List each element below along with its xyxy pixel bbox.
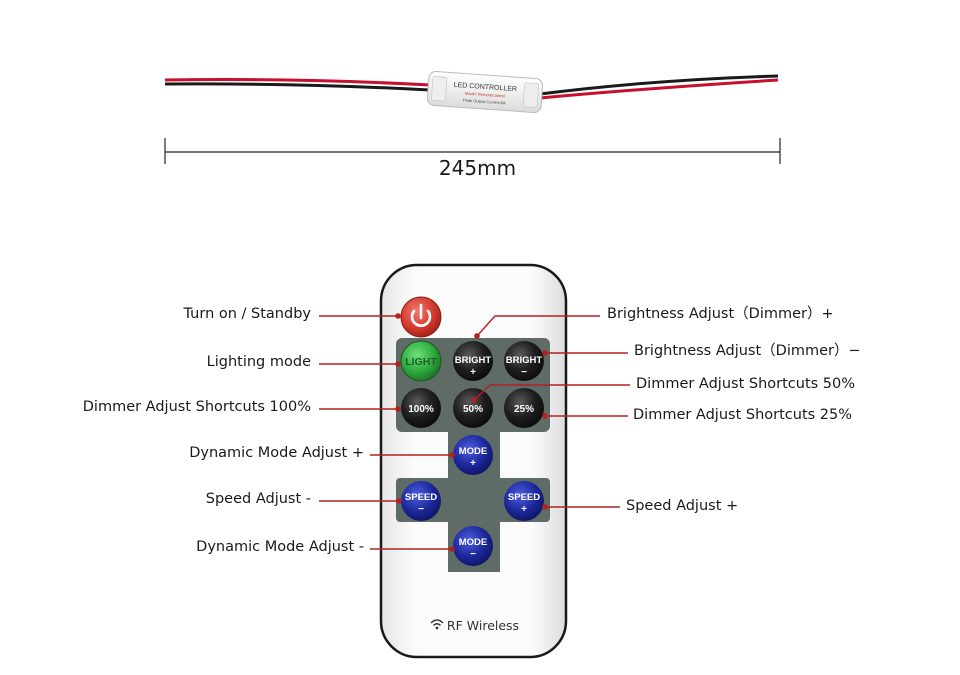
bright-plus-label: BRIGHT xyxy=(455,355,492,366)
callout-speed-minus: Speed Adjust - xyxy=(205,491,311,507)
callout-lines xyxy=(319,315,630,550)
dimension-indicator xyxy=(164,138,781,164)
rf-wireless-label: RF Wireless xyxy=(447,618,519,633)
callout-dimmer-100: Dimmer Adjust Shortcuts 100% xyxy=(82,399,311,415)
pct25-button[interactable]: 25% xyxy=(504,388,544,428)
controller-title: LED CONTROLLER xyxy=(453,82,517,93)
light-button-label: LIGHT xyxy=(405,356,437,368)
callout-dimmer-25: Dimmer Adjust Shortcuts 25% xyxy=(633,407,853,423)
left-black-wire xyxy=(164,82,431,92)
bright-plus-sign: + xyxy=(470,367,476,378)
controller-body: LED CONTROLLER Model: RemoteControl Peak… xyxy=(426,71,544,113)
light-button[interactable]: LIGHT xyxy=(400,340,442,382)
bright-plus-button[interactable]: BRIGHT + xyxy=(453,341,493,381)
callout-turn-on: Turn on / Standby xyxy=(183,306,311,322)
mode-plus-button[interactable]: MODE + xyxy=(453,435,493,475)
speed-plus-button[interactable]: SPEED + xyxy=(504,481,544,521)
callout-dots xyxy=(395,313,548,552)
pct100-label: 100% xyxy=(408,404,434,415)
callout-brightness-minus: Brightness Adjust（Dimmer）− xyxy=(634,343,861,359)
speed-plus-label: SPEED xyxy=(508,492,540,503)
length-label: 245mm xyxy=(438,156,517,180)
left-red-wire xyxy=(164,78,431,87)
callout-brightness-plus: Brightness Adjust（Dimmer）+ xyxy=(607,306,834,322)
speed-minus-button[interactable]: SPEED − xyxy=(401,481,441,521)
bright-minus-button[interactable]: BRIGHT − xyxy=(504,341,544,381)
speed-minus-label: SPEED xyxy=(405,492,437,503)
pct50-label: 50% xyxy=(463,404,483,415)
wifi-icon xyxy=(430,619,444,630)
bright-minus-sign: − xyxy=(521,367,527,378)
speed-minus-sign: − xyxy=(418,504,424,515)
callout-speed-plus: Speed Adjust + xyxy=(626,498,739,514)
callout-dynamic-minus: Dynamic Mode Adjust - xyxy=(196,539,364,555)
controller-model: Model: RemoteControl xyxy=(465,91,505,99)
power-icon xyxy=(410,309,432,327)
controller-current: Peak Output Current:6A xyxy=(463,97,506,105)
right-red-wire xyxy=(539,78,779,100)
led-controller-assembly: LED CONTROLLER Model: RemoteControl Peak… xyxy=(164,71,779,113)
mode-minus-label: MODE xyxy=(459,537,488,548)
mode-minus-button[interactable]: MODE − xyxy=(453,526,493,566)
callout-dynamic-plus: Dynamic Mode Adjust + xyxy=(189,445,364,461)
right-black-wire xyxy=(539,74,779,96)
pct25-label: 25% xyxy=(514,404,534,415)
power-button[interactable] xyxy=(400,296,442,338)
mode-minus-sign: − xyxy=(470,549,476,560)
callout-lighting-mode: Lighting mode xyxy=(206,354,311,370)
pct50-button[interactable]: 50% xyxy=(453,388,493,428)
speed-plus-sign: + xyxy=(521,504,527,515)
bright-minus-label: BRIGHT xyxy=(506,355,543,366)
mode-plus-label: MODE xyxy=(459,446,488,457)
pct100-button[interactable]: 100% xyxy=(401,388,441,428)
mode-plus-sign: + xyxy=(470,458,476,469)
callout-dimmer-50: Dimmer Adjust Shortcuts 50% xyxy=(636,376,856,392)
